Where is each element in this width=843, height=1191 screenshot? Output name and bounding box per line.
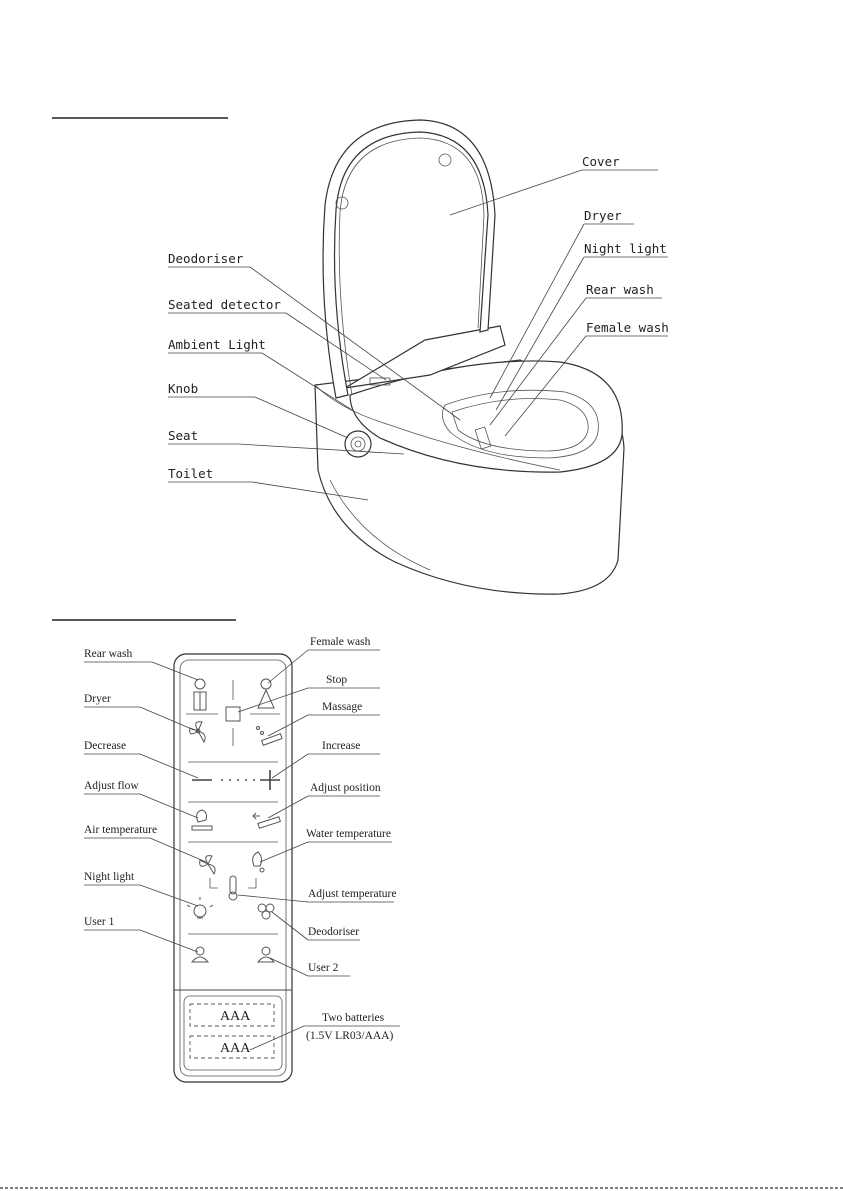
label-increase: Increase bbox=[322, 740, 360, 752]
dot-scale bbox=[221, 779, 255, 781]
label-seat: Seat bbox=[168, 428, 198, 443]
toilet-leader-lines bbox=[168, 169, 668, 501]
label-female-wash: Female wash bbox=[310, 636, 371, 648]
remote-leader-lines bbox=[84, 649, 400, 1051]
plus-icon[interactable] bbox=[260, 770, 280, 790]
air-temperature-icon[interactable] bbox=[199, 855, 216, 876]
deodoriser-icon[interactable] bbox=[257, 903, 275, 920]
label-night-light: Night light bbox=[584, 241, 667, 256]
label-batteries-line2: (1.5V LR03/AAA) bbox=[306, 1030, 393, 1042]
toilet-labels: Cover Dryer Night light Deodoriser Rear … bbox=[168, 154, 669, 481]
battery-a-label: AAA bbox=[220, 1009, 251, 1024]
label-knob: Knob bbox=[168, 381, 198, 396]
water-temperature-icon[interactable] bbox=[252, 851, 265, 873]
massage-icon[interactable] bbox=[256, 726, 283, 746]
label-ambient-light: Ambient Light bbox=[168, 337, 266, 352]
user-2-icon[interactable] bbox=[256, 946, 276, 963]
label-rear-wash: Rear wash bbox=[586, 282, 654, 297]
label-female-wash: Female wash bbox=[586, 320, 669, 335]
female-wash-icon[interactable] bbox=[257, 678, 275, 709]
label-adjust-flow: Adjust flow bbox=[84, 780, 139, 792]
label-massage: Massage bbox=[322, 701, 362, 713]
label-dryer: Dryer bbox=[584, 208, 622, 223]
label-dryer: Dryer bbox=[84, 693, 111, 705]
thermometer-icon[interactable] bbox=[209, 875, 257, 901]
label-decrease: Decrease bbox=[84, 740, 126, 752]
position-icon[interactable] bbox=[252, 812, 282, 829]
label-air-temperature: Air temperature bbox=[84, 824, 157, 836]
label-cover: Cover bbox=[582, 154, 620, 169]
flow-icon[interactable] bbox=[191, 809, 213, 831]
stop-icon[interactable] bbox=[225, 706, 241, 722]
label-deodoriser: Deodoriser bbox=[308, 926, 359, 938]
label-toilet: Toilet bbox=[168, 466, 213, 481]
label-seated-detector: Seated detector bbox=[168, 297, 281, 312]
rear-wash-icon[interactable] bbox=[193, 678, 207, 711]
light-bulb-icon[interactable] bbox=[186, 897, 214, 919]
label-batteries-line1: Two batteries bbox=[322, 1012, 385, 1024]
label-user-2: User 2 bbox=[308, 962, 339, 974]
label-deodoriser: Deodoriser bbox=[168, 251, 244, 266]
label-stop: Stop bbox=[326, 674, 347, 686]
label-adjust-position: Adjust position bbox=[310, 782, 381, 794]
label-night-light: Night light bbox=[84, 871, 135, 883]
toilet-drawing bbox=[314, 119, 625, 595]
remote-labels: Rear wash Female wash Stop Dryer Massage… bbox=[84, 636, 396, 1042]
label-rear-wash: Rear wash bbox=[84, 648, 132, 660]
label-user-1: User 1 bbox=[84, 916, 115, 928]
label-adjust-temperature: Adjust temperature bbox=[308, 888, 396, 900]
remote-drawing: AAA AAA bbox=[173, 653, 293, 1083]
battery-b-label: AAA bbox=[220, 1041, 251, 1056]
label-water-temperature: Water temperature bbox=[306, 828, 391, 840]
